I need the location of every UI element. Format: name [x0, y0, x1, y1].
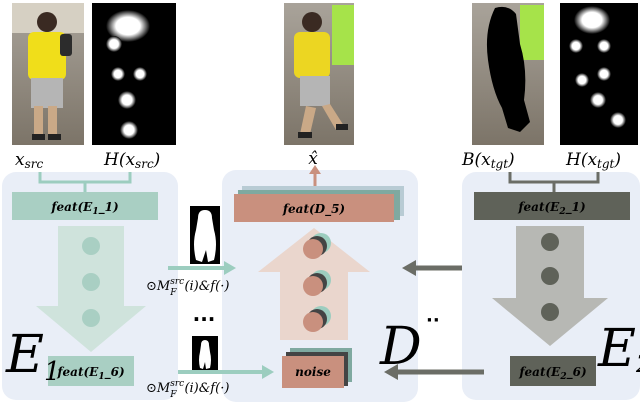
target-body-mask-photo [472, 3, 544, 145]
feat-e1-6-label: feat(E1_6) [56, 365, 124, 382]
encoder2-dot-1 [541, 233, 559, 251]
decoder-dot-2 [303, 270, 331, 296]
noise-box [282, 356, 344, 388]
connector-e2-bottom-arrowhead [384, 364, 398, 380]
encoder2-big-label: E2 [597, 319, 640, 379]
feat-e2-6-box [510, 356, 596, 386]
feat-e2-1-label: feat(E2_1) [517, 200, 585, 217]
encoder1-dot-2 [82, 273, 100, 291]
feat-e2-1-box [474, 192, 630, 220]
encoder1-dot-3 [82, 309, 100, 327]
encoder2-dot-2 [541, 267, 559, 285]
connector-top-arrowhead [224, 261, 236, 275]
connector-e2-top-arrowhead [402, 260, 416, 276]
encoder1-dot-1 [82, 237, 100, 255]
source-pose-heatmap [92, 3, 176, 145]
ellipsis: ··· [193, 307, 216, 331]
target-pose-heatmap [560, 3, 638, 145]
mask-bottom-silhouette [199, 340, 211, 369]
encoder1-input-bracket [38, 172, 132, 192]
encoder1-big-label: E1 [5, 325, 61, 387]
decoder-big-label: D [379, 317, 422, 377]
feat-e2-6-label: feat(E2_6) [518, 365, 586, 382]
generated-person-photo [284, 3, 354, 145]
encoder2-dot-3 [541, 303, 559, 321]
feat-e1-1-label: feat(E1_1) [50, 200, 118, 217]
feat-d5-box [234, 194, 394, 222]
label-h-src: H(xsrc) [103, 150, 160, 171]
output-arrow-head [309, 165, 321, 174]
feat-e1-1-box [12, 192, 158, 220]
source-person-photo [12, 3, 84, 145]
encoder2-input-bracket [508, 172, 600, 192]
decoder-big-dots: ·· [426, 310, 440, 331]
label-x-src: xsrc [15, 150, 43, 171]
label-x-hat: x̂ [308, 149, 318, 169]
connector-bottom-arrowhead [262, 365, 274, 379]
label-b-tgt: B(xtgt) [461, 150, 515, 171]
feat-e1-6-box [48, 356, 134, 386]
decoder-dot-1 [303, 233, 331, 259]
noise-label: noise [295, 365, 331, 379]
label-h-tgt: H(xtgt) [565, 150, 621, 171]
mask-top-silhouette [194, 210, 216, 262]
encoder2-down-arrow [492, 226, 608, 346]
decoder-dot-3 [303, 306, 331, 332]
feat-d5-label: feat(D_5) [282, 202, 345, 217]
